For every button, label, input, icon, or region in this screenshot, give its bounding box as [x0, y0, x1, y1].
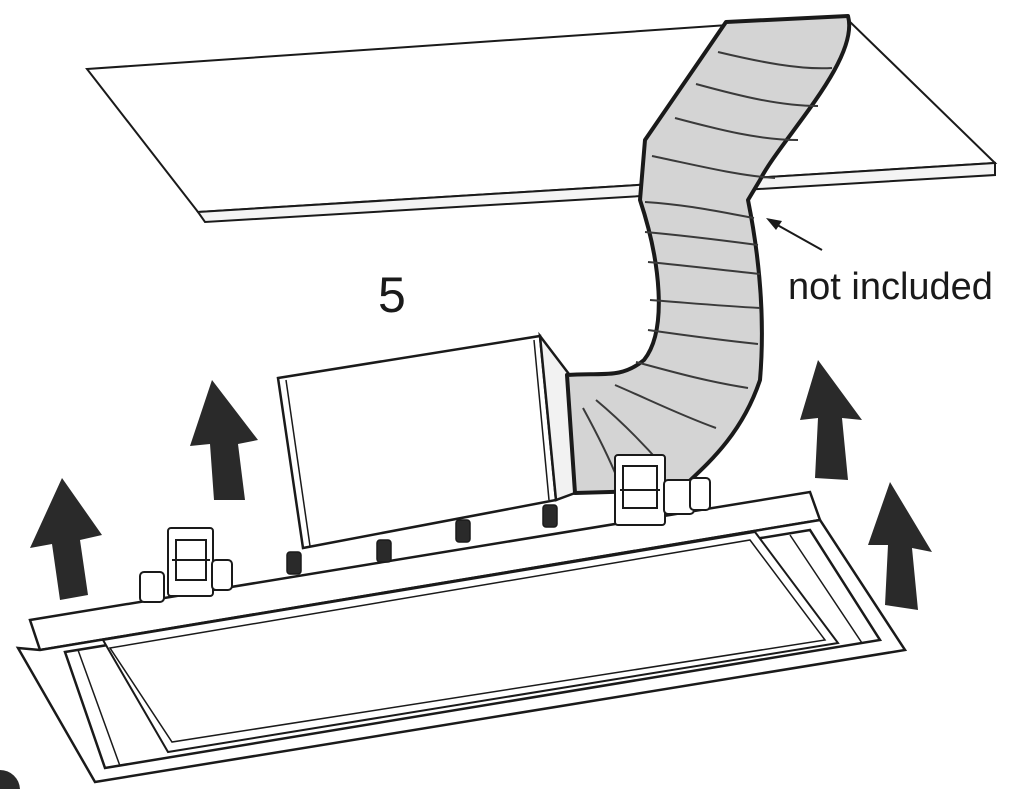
mounting-bracket-icon — [139, 527, 233, 603]
ceiling-panel — [85, 15, 998, 224]
corner-mark — [0, 770, 20, 789]
arrow-up-icon — [190, 380, 258, 500]
step-number: 5 — [378, 267, 406, 323]
ceiling-grille — [15, 490, 908, 784]
screw-icon — [286, 504, 558, 575]
arrow-up-icon — [868, 482, 932, 610]
arrow-up-icon — [30, 478, 102, 600]
air-handler-box — [276, 331, 577, 550]
mounting-bracket-icon — [614, 454, 711, 526]
note-pointer — [766, 218, 823, 251]
arrow-up-icon — [800, 360, 862, 480]
duct-note: not included — [788, 266, 993, 308]
